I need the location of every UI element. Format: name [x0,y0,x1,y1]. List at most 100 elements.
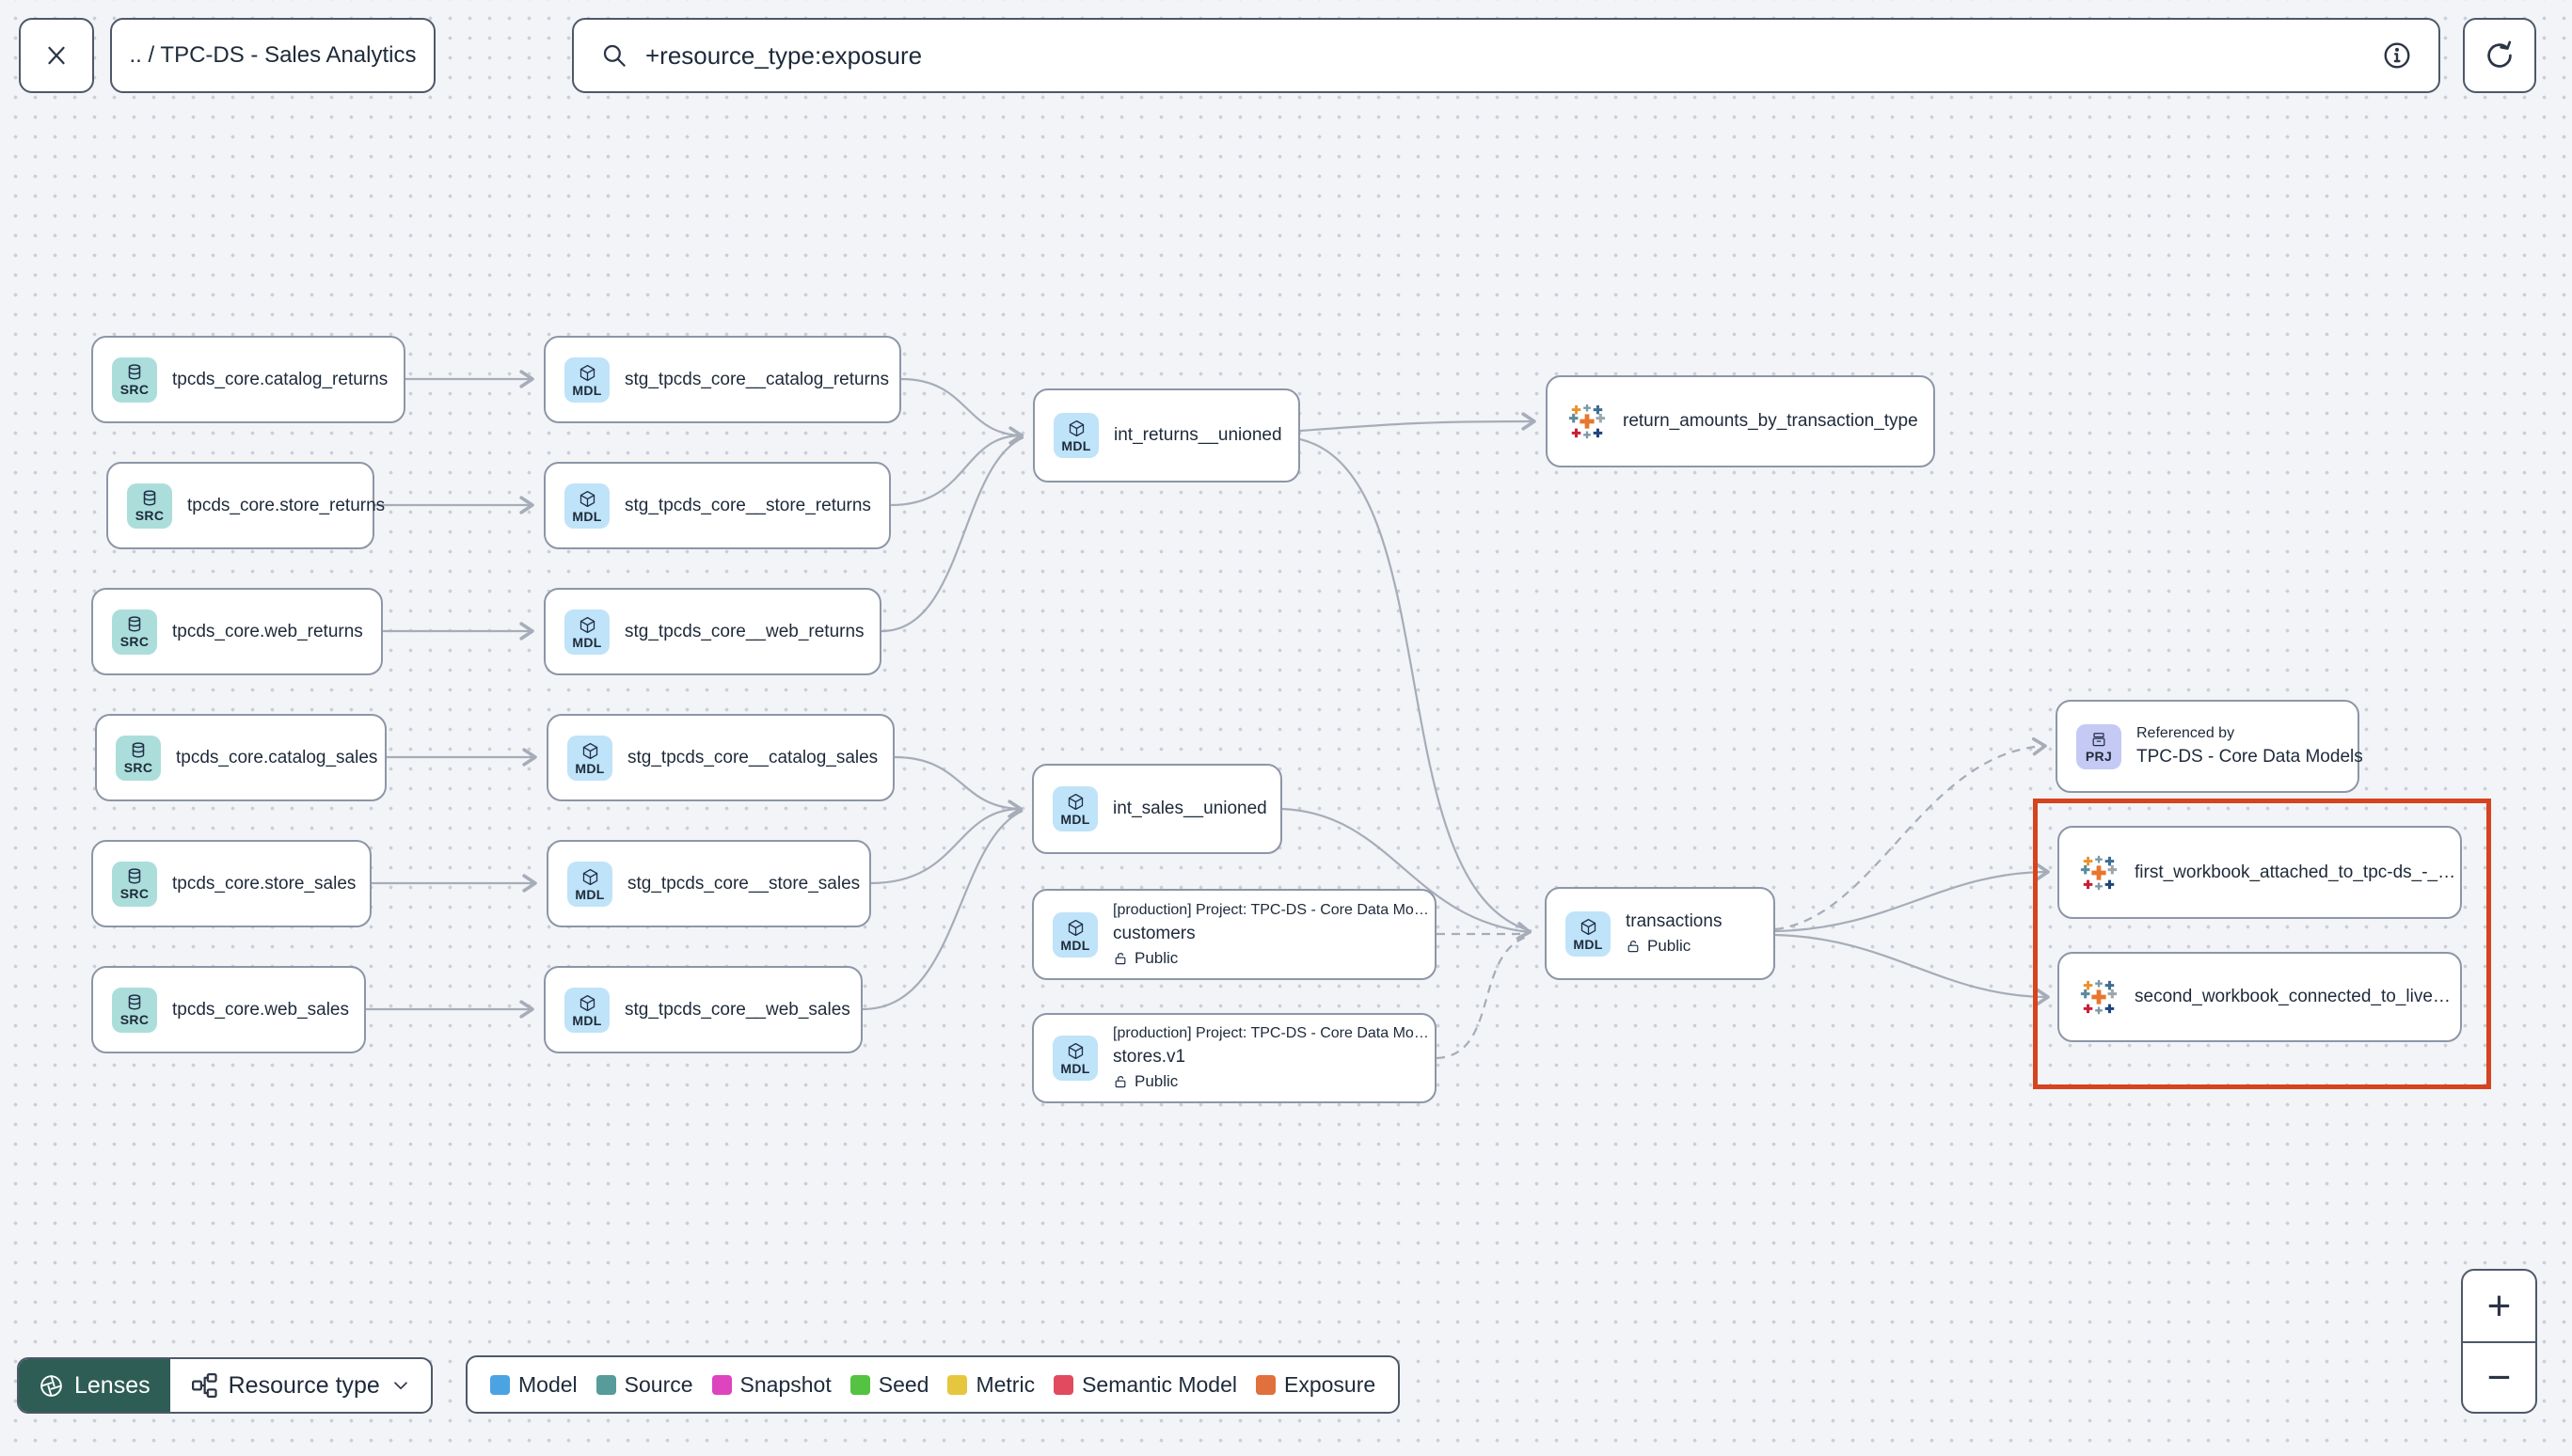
tableau-icon [1566,402,1608,441]
node-title: return_amounts_by_transaction_type [1623,411,1918,431]
node-second-workbook[interactable]: second_workbook_connected_to_live… [2057,952,2462,1042]
node-tpcds-core-web-sales[interactable]: SRC tpcds_core.web_sales [91,966,366,1053]
node-title: stg_tpcds_core__web_returns [625,621,865,641]
edge [900,377,1024,437]
search-bar[interactable] [572,18,2440,93]
tableau-icon [2078,853,2120,893]
node-stg-tpcds-core-store-returns[interactable]: MDL stg_tpcds_core__store_returns [544,462,891,549]
model-icon: MDL [1053,1036,1098,1081]
edge [1299,412,1536,433]
node-int-returns-unioned[interactable]: MDL int_returns__unioned [1033,388,1300,483]
legend-item-exposure: Exposure [1256,1372,1375,1398]
node-visibility: Public [1626,937,1722,956]
project-icon: PRJ [2076,723,2121,769]
legend-item-metric: Metric [947,1372,1035,1398]
node-tpcds-core-catalog-returns[interactable]: SRC tpcds_core.catalog_returns [91,336,405,423]
model-icon: MDL [564,483,610,529]
model-icon: MDL [564,356,610,403]
refresh-icon [2487,40,2512,68]
node-stg-tpcds-core-store-sales[interactable]: MDL stg_tpcds_core__store_sales [547,840,871,927]
node-title: customers [1113,923,1196,943]
resource-type-label: Resource type [228,1371,380,1399]
close-icon [48,46,65,65]
lock-open-icon [1115,1076,1126,1088]
node-transactions[interactable]: MDL transactions Public [1545,887,1775,980]
node-title: stg_tpcds_core__web_sales [625,999,850,1020]
source-icon: SRC [112,861,157,907]
breadcrumb-label: .. / TPC-DS - Sales Analytics [129,42,417,68]
model-icon: MDL [567,861,612,907]
node-stg-tpcds-core-catalog-sales[interactable]: MDL stg_tpcds_core__catalog_sales [547,714,895,801]
node-first-workbook[interactable]: first_workbook_attached_to_tpc-ds_-_… [2057,826,2462,919]
node-return-amounts-by-transaction-type[interactable]: return_amounts_by_transaction_type [1546,375,1935,467]
resource-type-icon [191,1373,217,1398]
search-input[interactable] [645,40,2365,71]
source-icon: SRC [116,735,161,781]
lock-open-icon [1627,941,1639,953]
node-title: stg_tpcds_core__store_returns [625,495,871,515]
edge [870,799,1023,885]
source-icon: SRC [112,987,157,1033]
node-visibility: Public [1113,1072,1418,1091]
zoom-out-button[interactable]: − [2463,1341,2535,1412]
node-title: tpcds_core.catalog_sales [176,747,378,768]
legend-swatch [595,1374,616,1395]
node-tpcds-core-store-returns[interactable]: SRC tpcds_core.store_returns [106,462,385,549]
edge [1774,736,2047,931]
node-int-sales-unioned[interactable]: MDL int_sales__unioned [1032,764,1282,854]
lenses-button[interactable]: Lenses [19,1359,170,1412]
node-title: stores.v1 [1113,1047,1186,1067]
source-icon: SRC [127,483,172,529]
node-customers[interactable]: MDL [production] Project: TPC-DS - Core … [1032,889,1437,980]
node-title: stg_tpcds_core__store_sales [627,873,861,894]
node-title: first_workbook_attached_to_tpc-ds_-_… [2135,862,2456,882]
legend-item-snapshot: Snapshot [711,1372,832,1398]
legend-swatch [1256,1374,1276,1395]
edge [1436,934,1531,1060]
node-title: stg_tpcds_core__catalog_returns [625,369,889,389]
refresh-button[interactable] [2463,18,2536,93]
tableau-icon [2078,977,2120,1017]
breadcrumb[interactable]: .. / TPC-DS - Sales Analytics [110,18,436,93]
lenses-toolbar: Lenses Resource type [17,1357,433,1414]
model-icon: MDL [1053,786,1098,831]
legend-swatch [490,1374,510,1395]
node-title: tpcds_core.store_returns [187,495,386,515]
model-icon: MDL [567,735,612,781]
legend-item-semantic-model: Semantic Model [1054,1372,1237,1398]
resource-type-dropdown[interactable]: Resource type [170,1359,431,1412]
source-icon: SRC [112,609,157,655]
node-tpcds-core-web-returns[interactable]: SRC tpcds_core.web_returns [91,588,383,675]
model-icon: MDL [1054,413,1099,458]
legend-item-seed: Seed [849,1372,929,1398]
model-icon: MDL [1053,911,1098,957]
node-project-label: [production] Project: TPC-DS - Core Data… [1113,901,1429,918]
model-icon: MDL [564,987,610,1033]
node-stores-v1[interactable]: MDL [production] Project: TPC-DS - Core … [1032,1013,1437,1103]
info-icon[interactable] [2382,40,2412,71]
node-tpcds-core-catalog-sales[interactable]: SRC tpcds_core.catalog_sales [95,714,387,801]
node-stg-tpcds-core-catalog-returns[interactable]: MDL stg_tpcds_core__catalog_returns [544,336,901,423]
edge [881,435,1024,633]
node-tpcds-core-store-sales[interactable]: SRC tpcds_core.store_sales [91,840,372,927]
node-visibility: Public [1113,949,1418,968]
node-title: tpcds_core.catalog_returns [172,369,389,389]
node-project-label: [production] Project: TPC-DS - Core Data… [1113,1025,1429,1041]
zoom-in-button[interactable]: + [2486,1282,2512,1329]
close-button[interactable] [19,18,94,93]
node-stg-tpcds-core-web-sales[interactable]: MDL stg_tpcds_core__web_sales [544,966,863,1053]
node-stg-tpcds-core-web-returns[interactable]: MDL stg_tpcds_core__web_returns [544,588,881,675]
legend-item-model: Model [490,1372,578,1398]
node-title: tpcds_core.web_sales [172,999,349,1020]
edge [1774,933,2050,1006]
lenses-label: Lenses [74,1371,151,1399]
zoom-controls: + − [2461,1269,2537,1414]
lock-open-icon [1115,952,1126,964]
node-title: int_returns__unioned [1114,425,1282,445]
node-title: transactions [1626,911,1723,931]
legend: Model Source Snapshot Seed Metric Semant… [466,1355,1401,1414]
edge [1774,863,2050,933]
legend-swatch [1054,1374,1074,1395]
node-referenced-by-project[interactable]: PRJ Referenced by TPC-DS - Core Data Mod… [2056,700,2363,793]
node-title: second_workbook_connected_to_live… [2135,987,2451,1006]
